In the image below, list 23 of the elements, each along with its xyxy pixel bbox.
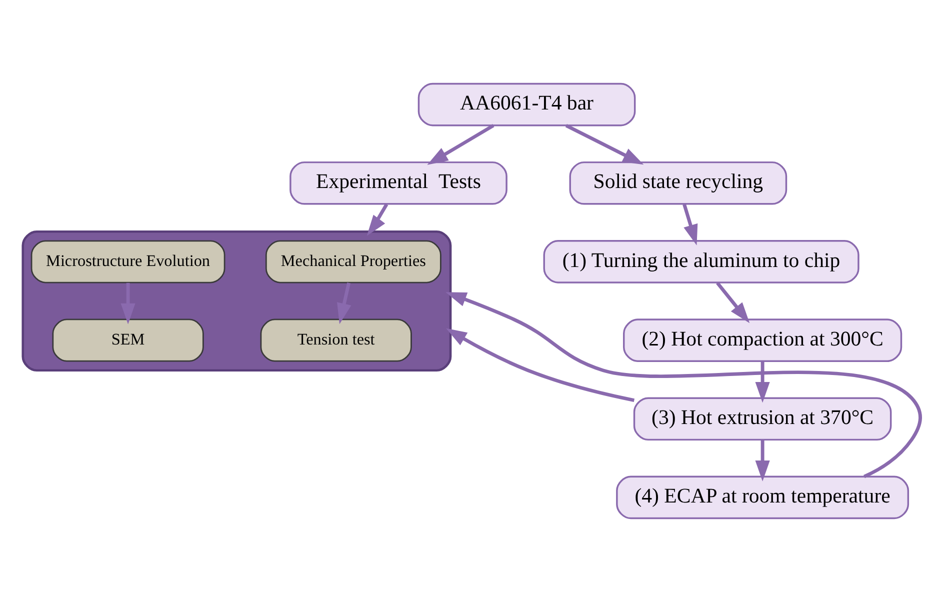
node-box: Experimental Tests bbox=[289, 160, 507, 204]
node-box: (1) Turning the aluminum to chip bbox=[542, 240, 859, 283]
node-box: AA6061-T4 bar bbox=[417, 82, 636, 126]
arrow bbox=[445, 292, 922, 478]
arrow bbox=[426, 124, 494, 164]
node-box: (2) Hot compaction at 300°C bbox=[622, 318, 902, 362]
arrow bbox=[716, 281, 750, 323]
node-box: Solid state recycling bbox=[568, 160, 787, 204]
arrow bbox=[682, 203, 698, 245]
arrow bbox=[754, 361, 770, 402]
node-box: (4) ECAP at room temperature bbox=[616, 475, 909, 519]
node-box: SEM bbox=[52, 318, 204, 362]
node-box: (3) Hot extrusion at 370°C bbox=[632, 396, 892, 440]
arrow bbox=[445, 328, 634, 402]
arrow bbox=[336, 282, 351, 324]
arrow bbox=[564, 123, 644, 164]
arrow bbox=[754, 440, 770, 481]
node-box: Tension test bbox=[260, 318, 412, 362]
node-box: Microstructure Evolution bbox=[30, 240, 225, 283]
cluster bbox=[21, 230, 452, 371]
arrow bbox=[366, 202, 388, 236]
node-box: Mechanical Properties bbox=[264, 240, 441, 283]
arrow bbox=[120, 282, 135, 324]
